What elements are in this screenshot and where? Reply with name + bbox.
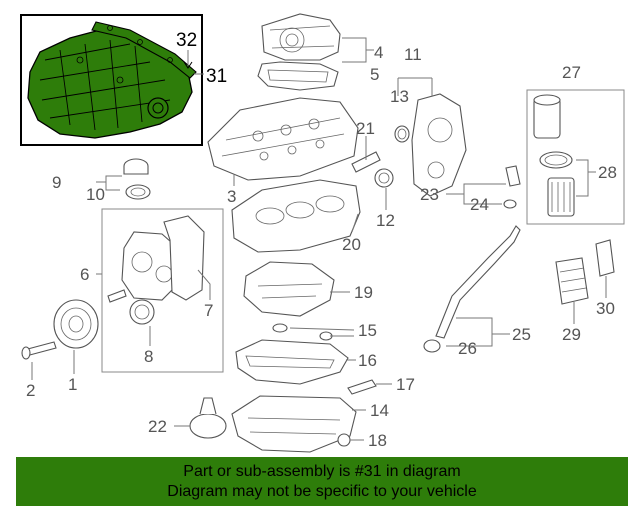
callout-27[interactable]: 27 bbox=[562, 63, 581, 82]
bracket-21[interactable] bbox=[351, 151, 381, 173]
oil-cap-seal-10[interactable] bbox=[125, 184, 151, 200]
callout-12[interactable]: 12 bbox=[376, 211, 395, 230]
bolt-small-6[interactable] bbox=[107, 289, 127, 303]
group-box-6 bbox=[101, 208, 224, 373]
leader-9-10 bbox=[96, 175, 122, 191]
oil-filter-housing-27[interactable] bbox=[533, 94, 561, 139]
seal-13[interactable] bbox=[394, 125, 410, 143]
cylinder-head-3[interactable] bbox=[207, 97, 359, 181]
callout-25[interactable]: 25 bbox=[512, 325, 531, 344]
oil-baffle-19[interactable] bbox=[243, 261, 335, 317]
callout-10[interactable]: 10 bbox=[86, 185, 105, 204]
cylinder-block-20[interactable] bbox=[231, 179, 361, 253]
seal-12[interactable] bbox=[374, 168, 394, 188]
leader-11-13 bbox=[397, 77, 433, 96]
callout-15[interactable]: 15 bbox=[358, 321, 377, 340]
callout-23[interactable]: 23 bbox=[420, 185, 439, 204]
timing-case-11[interactable] bbox=[411, 93, 467, 197]
oil-pan-14[interactable] bbox=[231, 395, 357, 453]
oil-cooler-29[interactable] bbox=[555, 257, 589, 305]
callout-21[interactable]: 21 bbox=[356, 119, 375, 138]
callout-11[interactable]: 11 bbox=[404, 45, 422, 64]
callout-1[interactable]: 1 bbox=[68, 375, 77, 394]
leader-15 bbox=[289, 327, 355, 337]
callout-2[interactable]: 2 bbox=[26, 381, 35, 400]
callout-29[interactable]: 29 bbox=[562, 325, 581, 344]
callout-9[interactable]: 9 bbox=[52, 173, 61, 192]
leader-7 bbox=[197, 269, 211, 300]
callout-32[interactable]: 32 bbox=[176, 30, 197, 51]
callout-16[interactable]: 16 bbox=[358, 351, 377, 370]
banner-line-1: Part or sub-assembly is #31 in diagram bbox=[183, 463, 461, 480]
oil-cap-9[interactable] bbox=[123, 158, 149, 175]
oil-level-sensor-22[interactable] bbox=[189, 397, 227, 439]
oil-filter-seal-28[interactable] bbox=[539, 151, 573, 169]
callout-24[interactable]: 24 bbox=[470, 195, 489, 214]
callout-7[interactable]: 7 bbox=[204, 301, 213, 320]
dipstick-seal-26[interactable] bbox=[423, 339, 441, 353]
arrow-32 bbox=[183, 61, 193, 69]
callout-20[interactable]: 20 bbox=[342, 235, 361, 254]
callout-22[interactable]: 22 bbox=[148, 417, 167, 436]
callout-6[interactable]: 6 bbox=[80, 265, 89, 284]
intake-manifold-31[interactable] bbox=[27, 29, 193, 139]
callout-13[interactable]: 13 bbox=[390, 87, 409, 106]
washer-15[interactable] bbox=[272, 323, 333, 341]
callout-31[interactable]: 31 bbox=[206, 66, 227, 87]
callout-5[interactable]: 5 bbox=[370, 65, 379, 84]
callout-19[interactable]: 19 bbox=[354, 283, 373, 302]
leader-4-5 bbox=[342, 37, 367, 63]
dipstick-tube-25[interactable] bbox=[435, 225, 521, 339]
seal-24[interactable] bbox=[503, 199, 517, 209]
callout-3[interactable]: 3 bbox=[227, 187, 236, 206]
sensor-23[interactable] bbox=[505, 165, 521, 187]
callout-14[interactable]: 14 bbox=[370, 401, 389, 420]
leader-23-24 bbox=[446, 183, 506, 205]
oil-filter-element-28[interactable] bbox=[547, 177, 575, 217]
callout-17[interactable]: 17 bbox=[396, 375, 415, 394]
manifold-gasket-32[interactable] bbox=[91, 21, 197, 79]
leader-25-26 bbox=[446, 317, 510, 347]
callout-8[interactable]: 8 bbox=[144, 347, 153, 366]
sensor-17[interactable] bbox=[347, 379, 377, 395]
group-box-27 bbox=[526, 89, 625, 225]
leader-20 bbox=[351, 213, 359, 233]
callout-26[interactable]: 26 bbox=[458, 339, 477, 358]
valve-cover-4[interactable] bbox=[261, 13, 341, 61]
callout-4[interactable]: 4 bbox=[374, 43, 383, 62]
pulley-bolt-2[interactable] bbox=[21, 341, 57, 360]
cooler-gasket-30[interactable] bbox=[595, 239, 615, 277]
info-banner: Part or sub-assembly is #31 in diagram D… bbox=[16, 457, 628, 506]
leader-28 bbox=[576, 159, 596, 197]
seal-8[interactable] bbox=[129, 299, 155, 325]
drain-plug-18[interactable] bbox=[337, 433, 351, 447]
oil-pan-gasket-16[interactable] bbox=[235, 339, 349, 385]
timing-cover-gasket-7[interactable] bbox=[163, 215, 205, 301]
valve-cover-gasket-5[interactable] bbox=[257, 61, 339, 91]
banner-line-2: Diagram may not be specific to your vehi… bbox=[167, 483, 477, 500]
callout-30[interactable]: 30 bbox=[596, 299, 615, 318]
callout-18[interactable]: 18 bbox=[368, 431, 387, 450]
crank-pulley-1[interactable] bbox=[53, 299, 99, 349]
callout-28[interactable]: 28 bbox=[598, 163, 617, 182]
